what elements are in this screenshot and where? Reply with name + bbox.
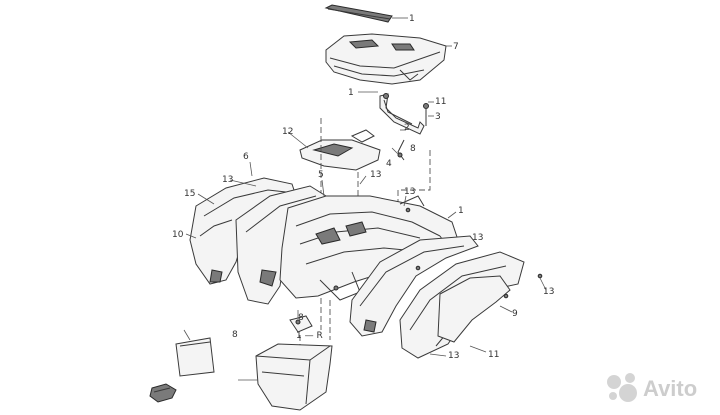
rear-body-part (279, 195, 459, 301)
watermark: Avito (607, 373, 697, 402)
callout-label: 6 (243, 152, 249, 162)
callout-label: 11 (488, 350, 499, 360)
callout-label: 2 (404, 123, 410, 133)
storage-lid-part (299, 129, 381, 171)
callout-label: 13 (370, 170, 381, 180)
right-fender-part (349, 235, 543, 359)
callout-label: 11 (435, 97, 446, 107)
seat-part (325, 33, 447, 85)
callout-label: 13 (448, 351, 459, 361)
callout-label: 3 (435, 112, 441, 122)
callout-label: 12 (282, 127, 293, 137)
callout-label: 10 (172, 230, 184, 240)
callout-label: 7 (453, 42, 459, 52)
callout-label: 13 (404, 187, 415, 197)
callout-label: 5 (318, 170, 324, 180)
callout-label: 13 (222, 175, 233, 185)
callout-label: 15 (184, 189, 195, 199)
callout-label: 4 (386, 159, 392, 169)
callout-label: 8 (410, 144, 416, 154)
callout-label: 8 (298, 313, 304, 323)
callout-label: 8 (232, 330, 238, 340)
callout-label: 1 — R (296, 331, 323, 341)
left-fender-part (189, 177, 327, 305)
storage-box-part (255, 343, 333, 411)
avito-dots-logo-icon (607, 373, 637, 402)
watermark-text: Avito (643, 376, 697, 401)
callout-label: 1 (348, 88, 354, 98)
bracket-small-part (289, 315, 313, 333)
callout-label: 13 (472, 233, 483, 243)
emblem-part (149, 383, 177, 403)
callout-label: 1 (409, 14, 415, 24)
floor-mat-part (175, 337, 215, 377)
top-strip-part (324, 4, 393, 23)
callout-label: 13 (543, 287, 554, 297)
callout-label: 1 (458, 206, 464, 216)
callout-label: 9 (512, 309, 518, 319)
seat-bracket-part (379, 93, 429, 161)
